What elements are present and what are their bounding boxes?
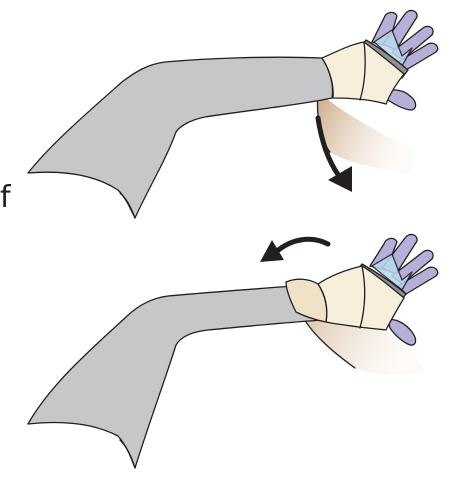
top-sleeve — [28, 57, 333, 218]
top-panel — [28, 10, 438, 218]
top-motion-arrowhead — [328, 166, 352, 192]
bottom-motion-arrow-shaft — [276, 239, 328, 252]
bottom-panel — [28, 234, 438, 468]
bottom-sleeve — [28, 284, 326, 468]
